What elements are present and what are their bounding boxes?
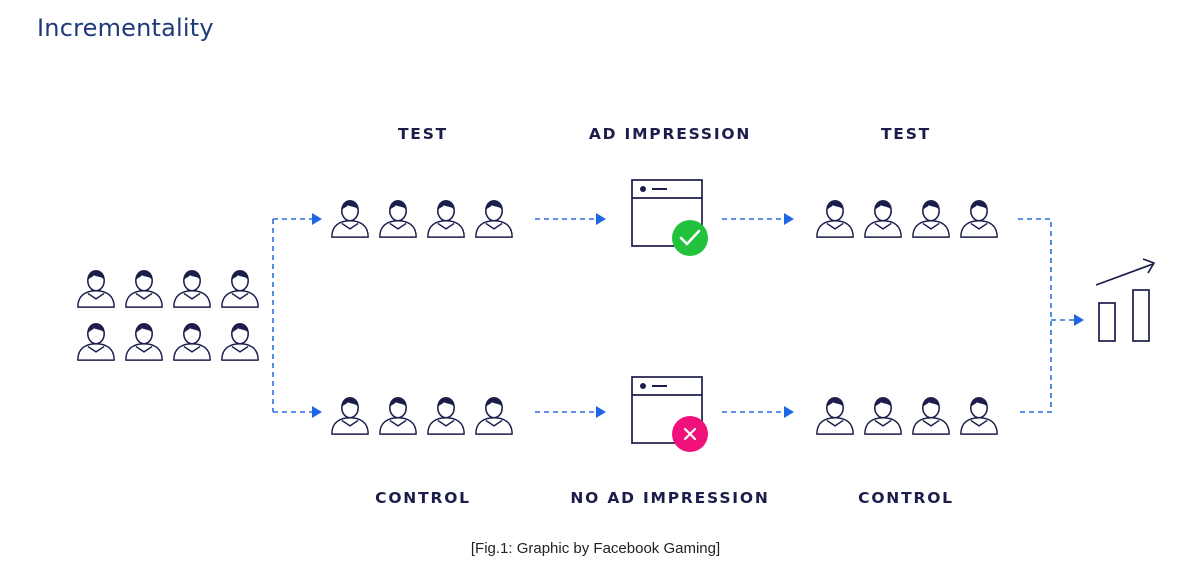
merge-connector: [1018, 218, 1084, 413]
person-icon: [221, 322, 259, 361]
test-group-before: [331, 199, 513, 238]
control-label-left: CONTROL: [375, 489, 471, 507]
person-icon: [125, 322, 163, 361]
arrow-from-ad: [722, 213, 794, 225]
person-icon: [960, 199, 998, 238]
figure-caption: [Fig.1: Graphic by Facebook Gaming]: [470, 540, 721, 557]
split-connector: [272, 213, 322, 418]
no-ad-impression-label: NO AD IMPRESSION: [570, 489, 769, 507]
control-group-before: [331, 396, 513, 435]
test-group-after: [816, 199, 998, 238]
person-icon: [173, 322, 211, 361]
control-label-right: CONTROL: [858, 489, 954, 507]
person-icon: [331, 396, 369, 435]
person-icon: [77, 322, 115, 361]
arrow-from-no-ad: [722, 406, 794, 418]
person-icon: [427, 396, 465, 435]
bar-chart-uptrend-icon: [1095, 258, 1155, 342]
person-icon: [379, 396, 417, 435]
person-icon: [816, 199, 854, 238]
person-icon: [173, 269, 211, 308]
page-title: Incrementality: [37, 14, 214, 42]
person-icon: [912, 199, 950, 238]
person-icon: [816, 396, 854, 435]
ad-impression-label: AD IMPRESSION: [589, 125, 751, 143]
person-icon: [960, 396, 998, 435]
test-label-left: TEST: [398, 125, 448, 143]
person-icon: [864, 199, 902, 238]
person-icon: [912, 396, 950, 435]
population-group: [77, 269, 259, 361]
test-label-right: TEST: [881, 125, 931, 143]
person-icon: [475, 396, 513, 435]
control-group-after: [816, 396, 998, 435]
arrow-to-no-ad: [535, 406, 606, 418]
person-icon: [125, 269, 163, 308]
person-icon: [475, 199, 513, 238]
person-icon: [864, 396, 902, 435]
check-icon: [672, 220, 708, 256]
person-icon: [77, 269, 115, 308]
person-icon: [331, 199, 369, 238]
person-icon: [379, 199, 417, 238]
person-icon: [427, 199, 465, 238]
arrow-to-ad: [535, 213, 606, 225]
cross-icon: [672, 416, 708, 452]
person-icon: [221, 269, 259, 308]
